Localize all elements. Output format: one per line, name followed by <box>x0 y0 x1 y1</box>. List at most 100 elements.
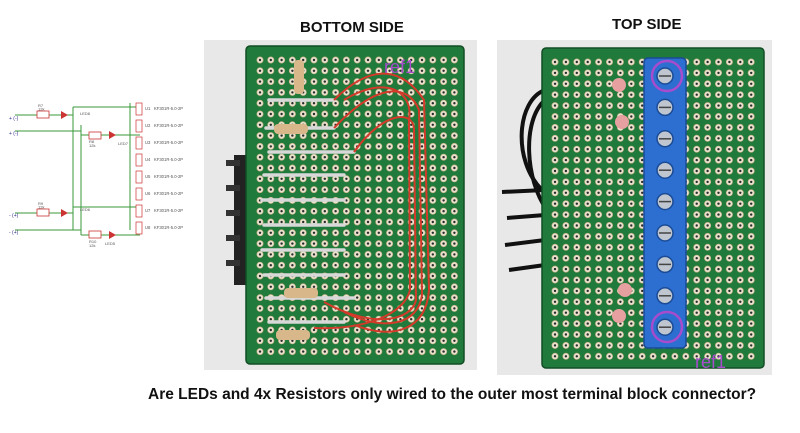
pcb-hole-center <box>651 355 655 358</box>
pcb-hole-center <box>553 126 557 129</box>
pcb-hole-center <box>706 148 709 151</box>
pcb-hole-center <box>312 123 316 127</box>
pcb-hole-center <box>280 210 283 213</box>
pcb-hole-center <box>564 344 568 347</box>
pcb-hole-center <box>608 191 611 194</box>
pcb-hole-center <box>345 166 348 170</box>
pcb-hole-center <box>553 355 557 358</box>
pcb-hole-center <box>608 246 611 249</box>
pcb-hole-center <box>291 318 294 321</box>
pcb-hole-center <box>377 166 380 170</box>
pcb-hole-center <box>420 112 424 116</box>
pcb-hole-center <box>619 169 622 173</box>
pcb-hole-center <box>717 224 720 227</box>
pcb-hole-center <box>564 213 568 216</box>
pcb-hole-center <box>706 71 709 75</box>
pcb-hole-center <box>345 318 348 321</box>
pcb-hole-center <box>420 350 424 353</box>
pcb-hole-center <box>410 145 413 148</box>
pcb-hole-center <box>258 80 262 83</box>
pcb-hole-center <box>575 71 578 75</box>
pcb-hole-center <box>717 180 720 184</box>
pcb-hole-center <box>280 264 283 267</box>
pcb-hole-center <box>323 220 326 224</box>
pcb-hole-center <box>597 257 600 260</box>
pcb-hole-center <box>442 69 445 72</box>
pcb-hole-center <box>728 333 731 336</box>
pcb-hole-center <box>399 339 402 342</box>
pcb-hole-center <box>312 102 316 105</box>
pcb-hole-center <box>717 202 720 205</box>
pcb-hole-center <box>695 224 698 227</box>
pcb-hole-center <box>728 322 731 325</box>
pcb-hole-center <box>280 318 283 321</box>
pcb-hole-center <box>641 235 644 238</box>
pcb-hole-center <box>564 104 568 107</box>
pcb-hole-center <box>291 231 294 234</box>
pcb-hole-center <box>586 82 589 85</box>
pcb-hole-center <box>575 322 578 325</box>
pcb-hole-center <box>280 242 283 245</box>
pcb-hole-center <box>630 246 633 249</box>
pcb-hole-center <box>345 307 348 310</box>
pcb-hole-center <box>377 134 380 137</box>
pcb-hole-center <box>291 80 294 83</box>
pcb-hole-center <box>431 199 434 202</box>
pcb-hole-center <box>608 289 611 293</box>
pcb-hole-center <box>356 350 359 353</box>
pcb-hole-center <box>586 71 589 75</box>
terminal-connector <box>135 204 143 218</box>
pcb-hole-center <box>399 134 402 137</box>
pcb-hole-center <box>442 318 445 321</box>
connector-ref: U7 <box>145 208 151 213</box>
pcb-hole-center <box>641 60 644 64</box>
pcb-hole-center <box>750 169 753 173</box>
pcb-hole-center <box>258 58 262 62</box>
pcb-hole-center <box>728 93 731 96</box>
pcb-hole-center <box>258 188 262 191</box>
pcb-hole-center <box>564 355 568 358</box>
pcb-hole-center <box>377 177 380 180</box>
pcb-hole-center <box>597 158 600 162</box>
pcb-hole-center <box>399 123 402 127</box>
pcb-hole-center <box>291 285 294 288</box>
pcb-hole-center <box>641 71 644 75</box>
pcb-hole-center <box>564 224 568 227</box>
pcb-hole-center <box>312 350 316 353</box>
pcb-hole-center <box>366 350 370 353</box>
pcb-hole-center <box>377 339 380 342</box>
pcb-hole-center <box>695 289 698 293</box>
pcb-hole-center <box>442 145 445 148</box>
pcb-hole-center <box>291 350 294 353</box>
pcb-hole-center <box>586 137 589 140</box>
pcb-hole-center <box>356 296 359 299</box>
pcb-hole-center <box>608 180 611 184</box>
pcb-hole-center <box>323 307 326 310</box>
pcb-hole-center <box>280 91 283 94</box>
pcb-hole-center <box>706 191 709 194</box>
pcb-hole-center <box>695 213 698 216</box>
pcb-hole-center <box>334 69 337 72</box>
pcb-hole-center <box>356 339 359 342</box>
pcb-hole-center <box>269 134 272 137</box>
pcb-hole-center <box>586 257 589 260</box>
pcb-hole-center <box>575 355 578 358</box>
pcb-hole-center <box>564 300 568 303</box>
pcb-hole-center <box>717 344 720 347</box>
pcb-hole-center <box>608 202 611 205</box>
pcb-hole-center <box>410 112 413 116</box>
pcb-hole-center <box>575 93 578 96</box>
pcb-hole-center <box>312 210 316 213</box>
pcb-hole-center <box>750 289 753 293</box>
pcb-hole-center <box>269 285 272 288</box>
pcb-hole-center <box>345 264 348 267</box>
pcb-hole-center <box>280 166 283 170</box>
pcb-hole-center <box>388 123 391 127</box>
pcb-hole-center <box>388 166 391 170</box>
pcb-hole-center <box>717 148 720 151</box>
pcb-hole-center <box>553 257 557 260</box>
pcb-hole-center <box>345 102 348 105</box>
pcb-hole-center <box>706 60 709 64</box>
pcb-hole-center <box>280 134 283 137</box>
pcb-hole-center <box>345 80 348 83</box>
